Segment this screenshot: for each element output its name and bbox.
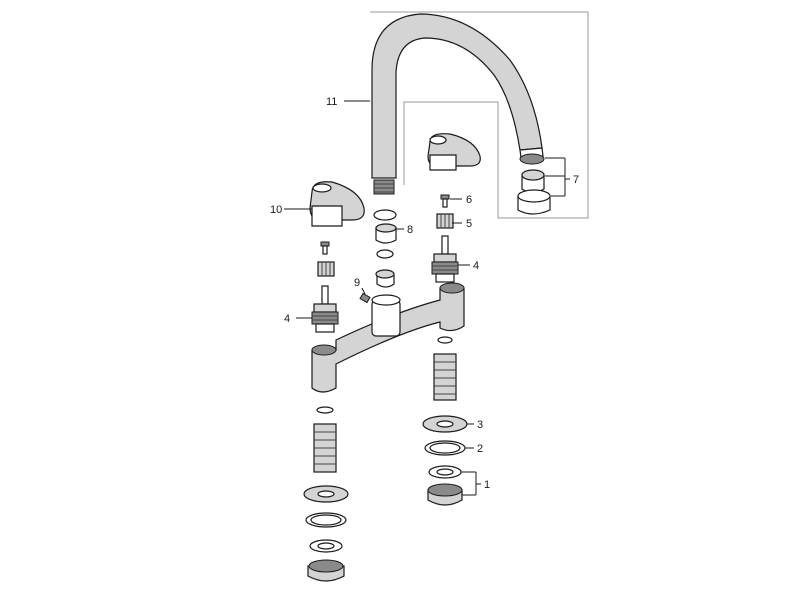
callout-4-right: 4 (473, 260, 479, 272)
left-supply-stack (303, 406, 349, 582)
callout-9: 9 (354, 277, 360, 289)
spout (371, 13, 544, 195)
adapter-left (317, 261, 335, 277)
cartridge-left (311, 285, 339, 333)
leader-lines (284, 100, 570, 496)
callout-1: 1 (484, 479, 490, 491)
callout-4-left: 4 (284, 313, 290, 325)
spout-detail-frame (370, 11, 589, 219)
grub-screw (359, 292, 371, 304)
cartridge-right (431, 235, 459, 283)
aerator-set (517, 153, 551, 215)
callout-3: 3 (477, 419, 483, 431)
callout-5: 5 (466, 218, 472, 230)
callout-2: 2 (477, 443, 483, 455)
callout-7: 7 (573, 174, 579, 186)
spout-seal-set (373, 209, 397, 288)
callout-6: 6 (466, 194, 472, 206)
adapter-right (436, 213, 454, 229)
left-handle-lever (309, 181, 365, 227)
callout-11: 11 (326, 96, 337, 108)
callout-10: 10 (270, 204, 282, 216)
screw-left (320, 241, 330, 255)
screw-right (440, 194, 450, 208)
right-handle-lever (427, 133, 481, 171)
mixer-body (311, 282, 465, 393)
right-supply-stack (422, 336, 468, 506)
callout-8: 8 (407, 224, 413, 236)
